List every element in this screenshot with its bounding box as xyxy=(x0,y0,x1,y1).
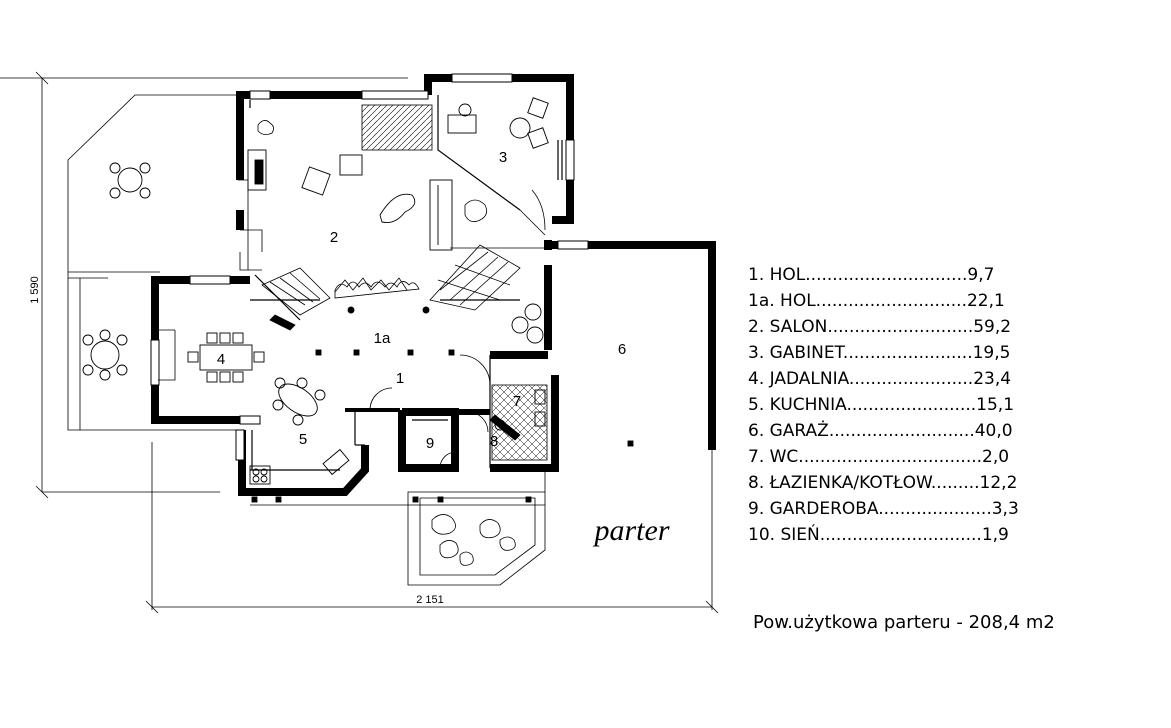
furniture xyxy=(82,97,634,503)
room-label-1: 1 xyxy=(396,370,404,387)
legend-row-2: 2. SALON...........................59,2 xyxy=(748,317,1012,337)
room-label-5: 5 xyxy=(299,431,307,448)
partitions xyxy=(249,94,563,471)
floor-plan: 1 1a 2 3 4 5 6 7 8 9 2 151 1 590 parter xyxy=(0,71,719,614)
room-label-8: 8 xyxy=(490,433,498,450)
room-label-6: 6 xyxy=(618,341,626,358)
legend-row-3: 3. GABINET........................19,5 xyxy=(748,343,1011,363)
legend-row-6: 6. GARAŻ...........................40,0 xyxy=(748,421,1013,441)
room-label-7: 7 xyxy=(513,393,521,410)
room-label-1a: 1a xyxy=(374,330,391,347)
legend-row-1: 1. HOL..............................9,7 xyxy=(748,265,995,285)
legend-row-8: 8. ŁAZIENKA/KOTŁOW.........12,2 xyxy=(748,473,1018,493)
room-label-9: 9 xyxy=(426,435,434,452)
legend-row-1a: 1a. HOL............................22,1 xyxy=(748,291,1005,311)
dimension-width-label: 2 151 xyxy=(416,594,444,606)
windows xyxy=(150,73,589,461)
room-label-2: 2 xyxy=(330,229,338,246)
walls xyxy=(151,74,716,496)
plan-title: parter xyxy=(593,514,670,547)
legend-row-7: 7. WC..................................2… xyxy=(748,447,1010,467)
legend-row-5: 5. KUCHNIA........................15,1 xyxy=(748,395,1015,415)
plants xyxy=(257,120,516,566)
dimension-height-label: 1 590 xyxy=(29,276,41,304)
hatched-areas xyxy=(361,104,548,461)
room-label-4: 4 xyxy=(217,351,225,368)
legend-row-4: 4. JADALNIA.......................23,4 xyxy=(748,369,1012,389)
legend-row-10: 10. SIEŃ..............................1,… xyxy=(748,525,1009,545)
room-label-3: 3 xyxy=(499,149,507,166)
dimension-lines xyxy=(0,71,719,614)
terrace-outline xyxy=(67,94,548,586)
usable-area-summary: Pow.użytkowa parteru - 208,4 m2 xyxy=(753,612,1055,633)
legend-row-9: 9. GARDEROBA.....................3,3 xyxy=(748,499,1019,519)
room-legend: 1. HOL..............................9,7 … xyxy=(748,262,1138,548)
doors xyxy=(158,189,546,469)
room-labels: 1 1a 2 3 4 5 6 7 8 9 xyxy=(217,149,626,452)
